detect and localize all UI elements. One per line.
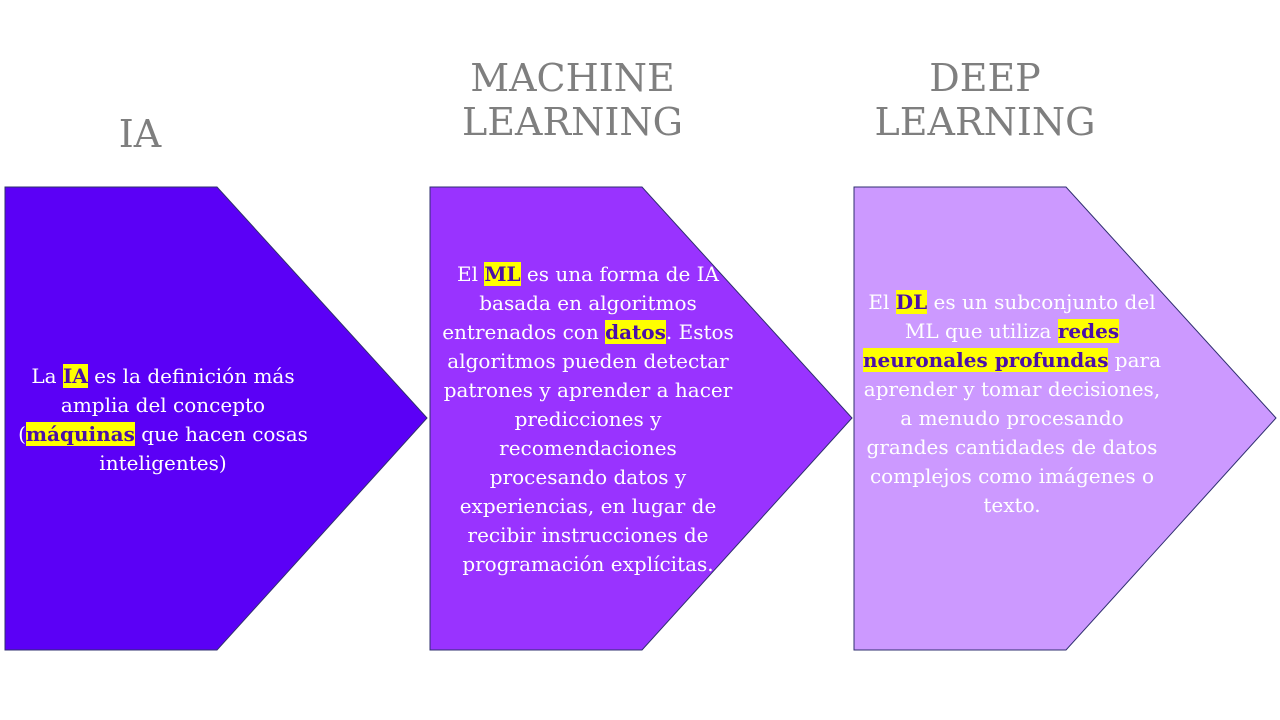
ml-text-part: . Estos algoritmos pueden detectar patro… bbox=[443, 320, 734, 576]
chevron-dl bbox=[853, 186, 1277, 651]
title-dl-line2: LEARNING bbox=[874, 100, 1096, 144]
title-deep-learning: DEEP LEARNING bbox=[840, 56, 1130, 144]
title-ia-text: IA bbox=[118, 112, 162, 156]
ia-description: La IA es la definición más amplia del co… bbox=[18, 362, 308, 478]
dl-description: El DL es un subconjunto del ML que utili… bbox=[862, 288, 1162, 520]
title-ml-line1: MACHINE bbox=[470, 56, 675, 100]
ml-keyword-highlight: datos bbox=[605, 320, 666, 344]
ml-keyword-highlight: ML bbox=[484, 262, 521, 286]
title-ml-line2: LEARNING bbox=[462, 100, 683, 144]
ml-text-part: es una forma de IA basada en algoritmos … bbox=[442, 262, 719, 344]
dl-text-part: El bbox=[868, 290, 896, 314]
title-ia: IA bbox=[60, 112, 220, 156]
ml-text-part: El bbox=[456, 262, 485, 286]
ia-text-part: que hacen cosas inteligentes) bbox=[99, 422, 308, 475]
title-dl-line1: DEEP bbox=[929, 56, 1041, 100]
dl-keyword-highlight: DL bbox=[895, 290, 928, 314]
chevron-ia bbox=[4, 186, 428, 651]
dl-text-part: para aprender y tomar decisiones, a menu… bbox=[863, 348, 1162, 517]
chevron-ml bbox=[429, 186, 853, 651]
ia-keyword-highlight: máquinas bbox=[25, 422, 135, 446]
ia-keyword-highlight: IA bbox=[62, 364, 88, 388]
dl-text-part: es un subconjunto del ML que utiliza bbox=[904, 290, 1156, 343]
ia-text-part: La bbox=[31, 364, 63, 388]
title-machine-learning: MACHINE LEARNING bbox=[425, 56, 720, 144]
ia-text-part: es la definición más amplia del concepto… bbox=[18, 364, 295, 446]
ml-description: El ML es una forma de IA basada en algor… bbox=[438, 260, 738, 579]
